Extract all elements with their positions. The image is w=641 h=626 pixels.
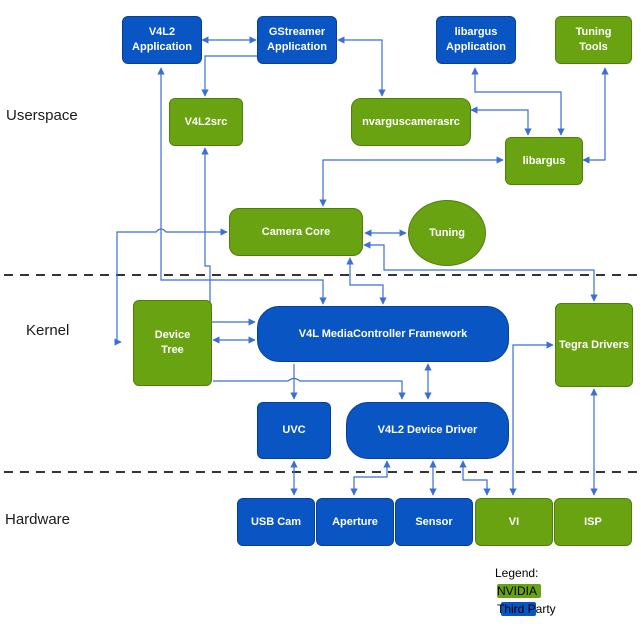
node-v4l2-device-driver[interactable]: V4L2 Device Driver: [346, 402, 509, 459]
legend-label-third-party: Third Party: [497, 602, 556, 616]
section-label-kernel: Kernel: [26, 322, 70, 339]
legend-swatch-third-party: [501, 602, 536, 616]
legend-swatch-nvidia: [497, 584, 541, 598]
node-sensor[interactable]: Sensor: [395, 498, 473, 546]
node-v4l-mediacontroller-framework[interactable]: V4L MediaController Framework: [257, 306, 509, 362]
node-vi[interactable]: VI: [475, 498, 553, 546]
node-tuning-tools[interactable]: Tuning Tools: [555, 16, 632, 64]
edge-cameracore-tegra: [363, 241, 598, 302]
edge-libargusapp-libargus: [471, 67, 565, 136]
node-aperture[interactable]: Aperture: [316, 498, 394, 546]
edge-gstreamer-nvargus: [337, 36, 386, 97]
edge-nvargus-libargus: [470, 106, 532, 136]
section-label-hardware: Hardware: [5, 511, 71, 528]
node-tegra-drivers[interactable]: Tegra Drivers: [555, 303, 633, 387]
edge-tuningtools-libargus: [582, 67, 609, 164]
node-v4l2-application[interactable]: V4L2 Application: [122, 16, 202, 64]
node-libargus-application[interactable]: libargus Application: [436, 16, 516, 64]
edge-devicedriver-aperture: [350, 460, 391, 496]
edge-cameracore-v4lmc: [346, 257, 387, 305]
edge-libargus-cameracore: [319, 156, 504, 207]
node-gstreamer-application[interactable]: GStreamer Application: [257, 16, 337, 64]
node-device-tree[interactable]: Device Tree: [133, 300, 212, 386]
node-nvarguscamerasrc[interactable]: nvarguscamerasrc: [351, 98, 471, 146]
edge-devicetree-devicedriver: [213, 377, 406, 400]
edge-v4l2src-v4lmc: [201, 147, 256, 326]
node-usb-cam[interactable]: USB Cam: [237, 498, 315, 546]
edge-gstreamer-v4l2src: [201, 55, 258, 97]
node-uvc[interactable]: UVC: [257, 402, 331, 459]
edge-tegra-vi: [509, 341, 554, 496]
node-v4l2src[interactable]: V4L2src: [169, 98, 243, 146]
edge-devicedriver-vi: [459, 460, 491, 496]
node-camera-core[interactable]: Camera Core: [229, 208, 363, 256]
legend-title: Legend:: [495, 566, 539, 580]
node-tuning[interactable]: Tuning: [408, 200, 486, 266]
section-label-userspace: Userspace: [6, 107, 78, 124]
legend-label-nvidia: NVIDIA: [497, 584, 538, 598]
node-libargus[interactable]: libargus: [505, 137, 583, 185]
node-isp[interactable]: ISP: [554, 498, 632, 546]
